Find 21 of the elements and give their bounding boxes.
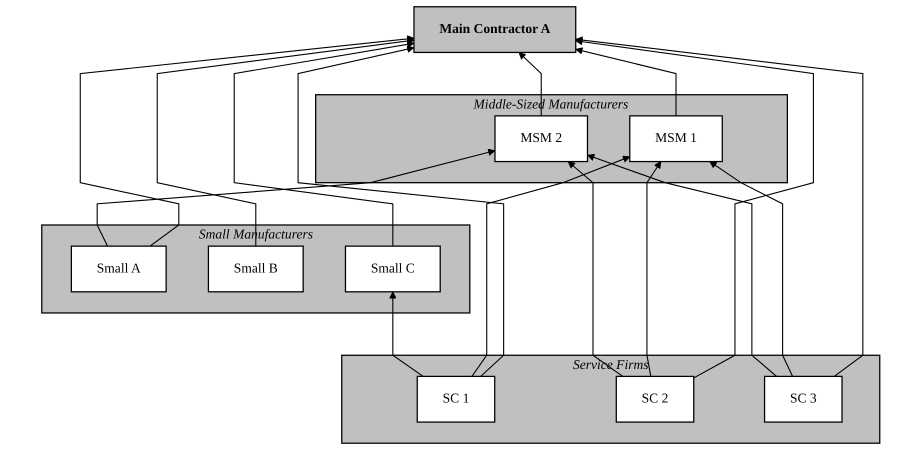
arrow xyxy=(233,40,414,246)
arrow xyxy=(518,52,542,116)
node-box: MSM 2 xyxy=(494,115,588,162)
arrow xyxy=(471,156,630,377)
arrow xyxy=(297,46,504,377)
node-box: SC 2 xyxy=(615,376,694,423)
arrow xyxy=(709,161,793,377)
arrow xyxy=(575,38,814,378)
arrow xyxy=(388,291,424,377)
node-box: Small A xyxy=(70,246,166,292)
node-box: SC 1 xyxy=(416,376,496,423)
arrow xyxy=(586,154,777,377)
node-box: Main Contractor A xyxy=(413,6,576,54)
node-box: SC 3 xyxy=(764,376,842,423)
arrow xyxy=(646,161,661,376)
node-box: MSM 1 xyxy=(628,115,723,162)
arrow xyxy=(568,161,623,377)
arrow xyxy=(575,47,676,116)
node-box: Small B xyxy=(208,246,304,292)
node-box: Small C xyxy=(344,246,441,292)
arrow xyxy=(575,36,864,377)
